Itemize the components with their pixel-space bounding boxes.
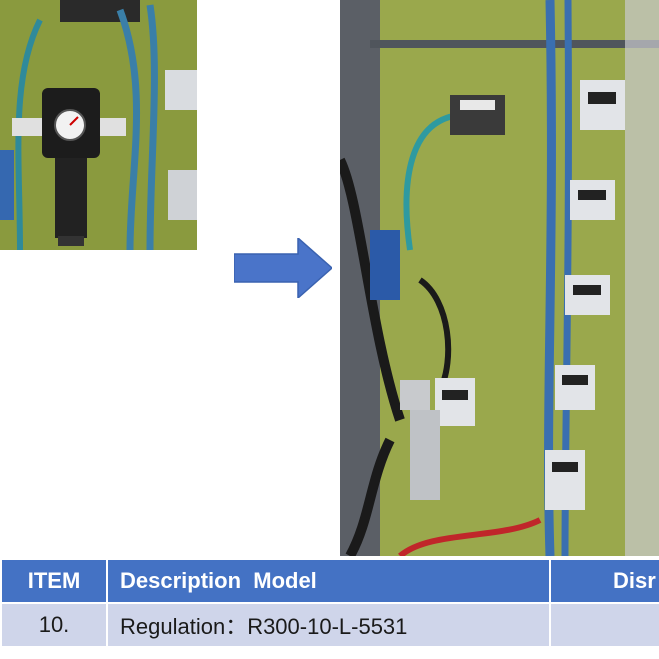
right-arrow-icon bbox=[234, 238, 332, 298]
regulator-photo-illustration bbox=[0, 0, 197, 250]
table-header-row: ITEM Description Model Disr bbox=[0, 558, 659, 604]
header-item: ITEM bbox=[0, 558, 108, 604]
cell-disposition bbox=[549, 602, 659, 648]
header-description-model: Description Model bbox=[106, 558, 551, 604]
valve-panel-photo bbox=[340, 0, 659, 556]
item-table: ITEM Description Model Disr 10. Regulati… bbox=[0, 558, 659, 648]
cell-item: 10. bbox=[0, 602, 108, 648]
cell-description-model: Regulation：R300-10-L-5531 bbox=[106, 602, 551, 648]
valve-panel-illustration bbox=[340, 0, 659, 556]
header-disposition: Disr bbox=[549, 558, 659, 604]
regulator-photo bbox=[0, 0, 197, 250]
table-row: 10. Regulation：R300-10-L-5531 bbox=[0, 602, 659, 648]
